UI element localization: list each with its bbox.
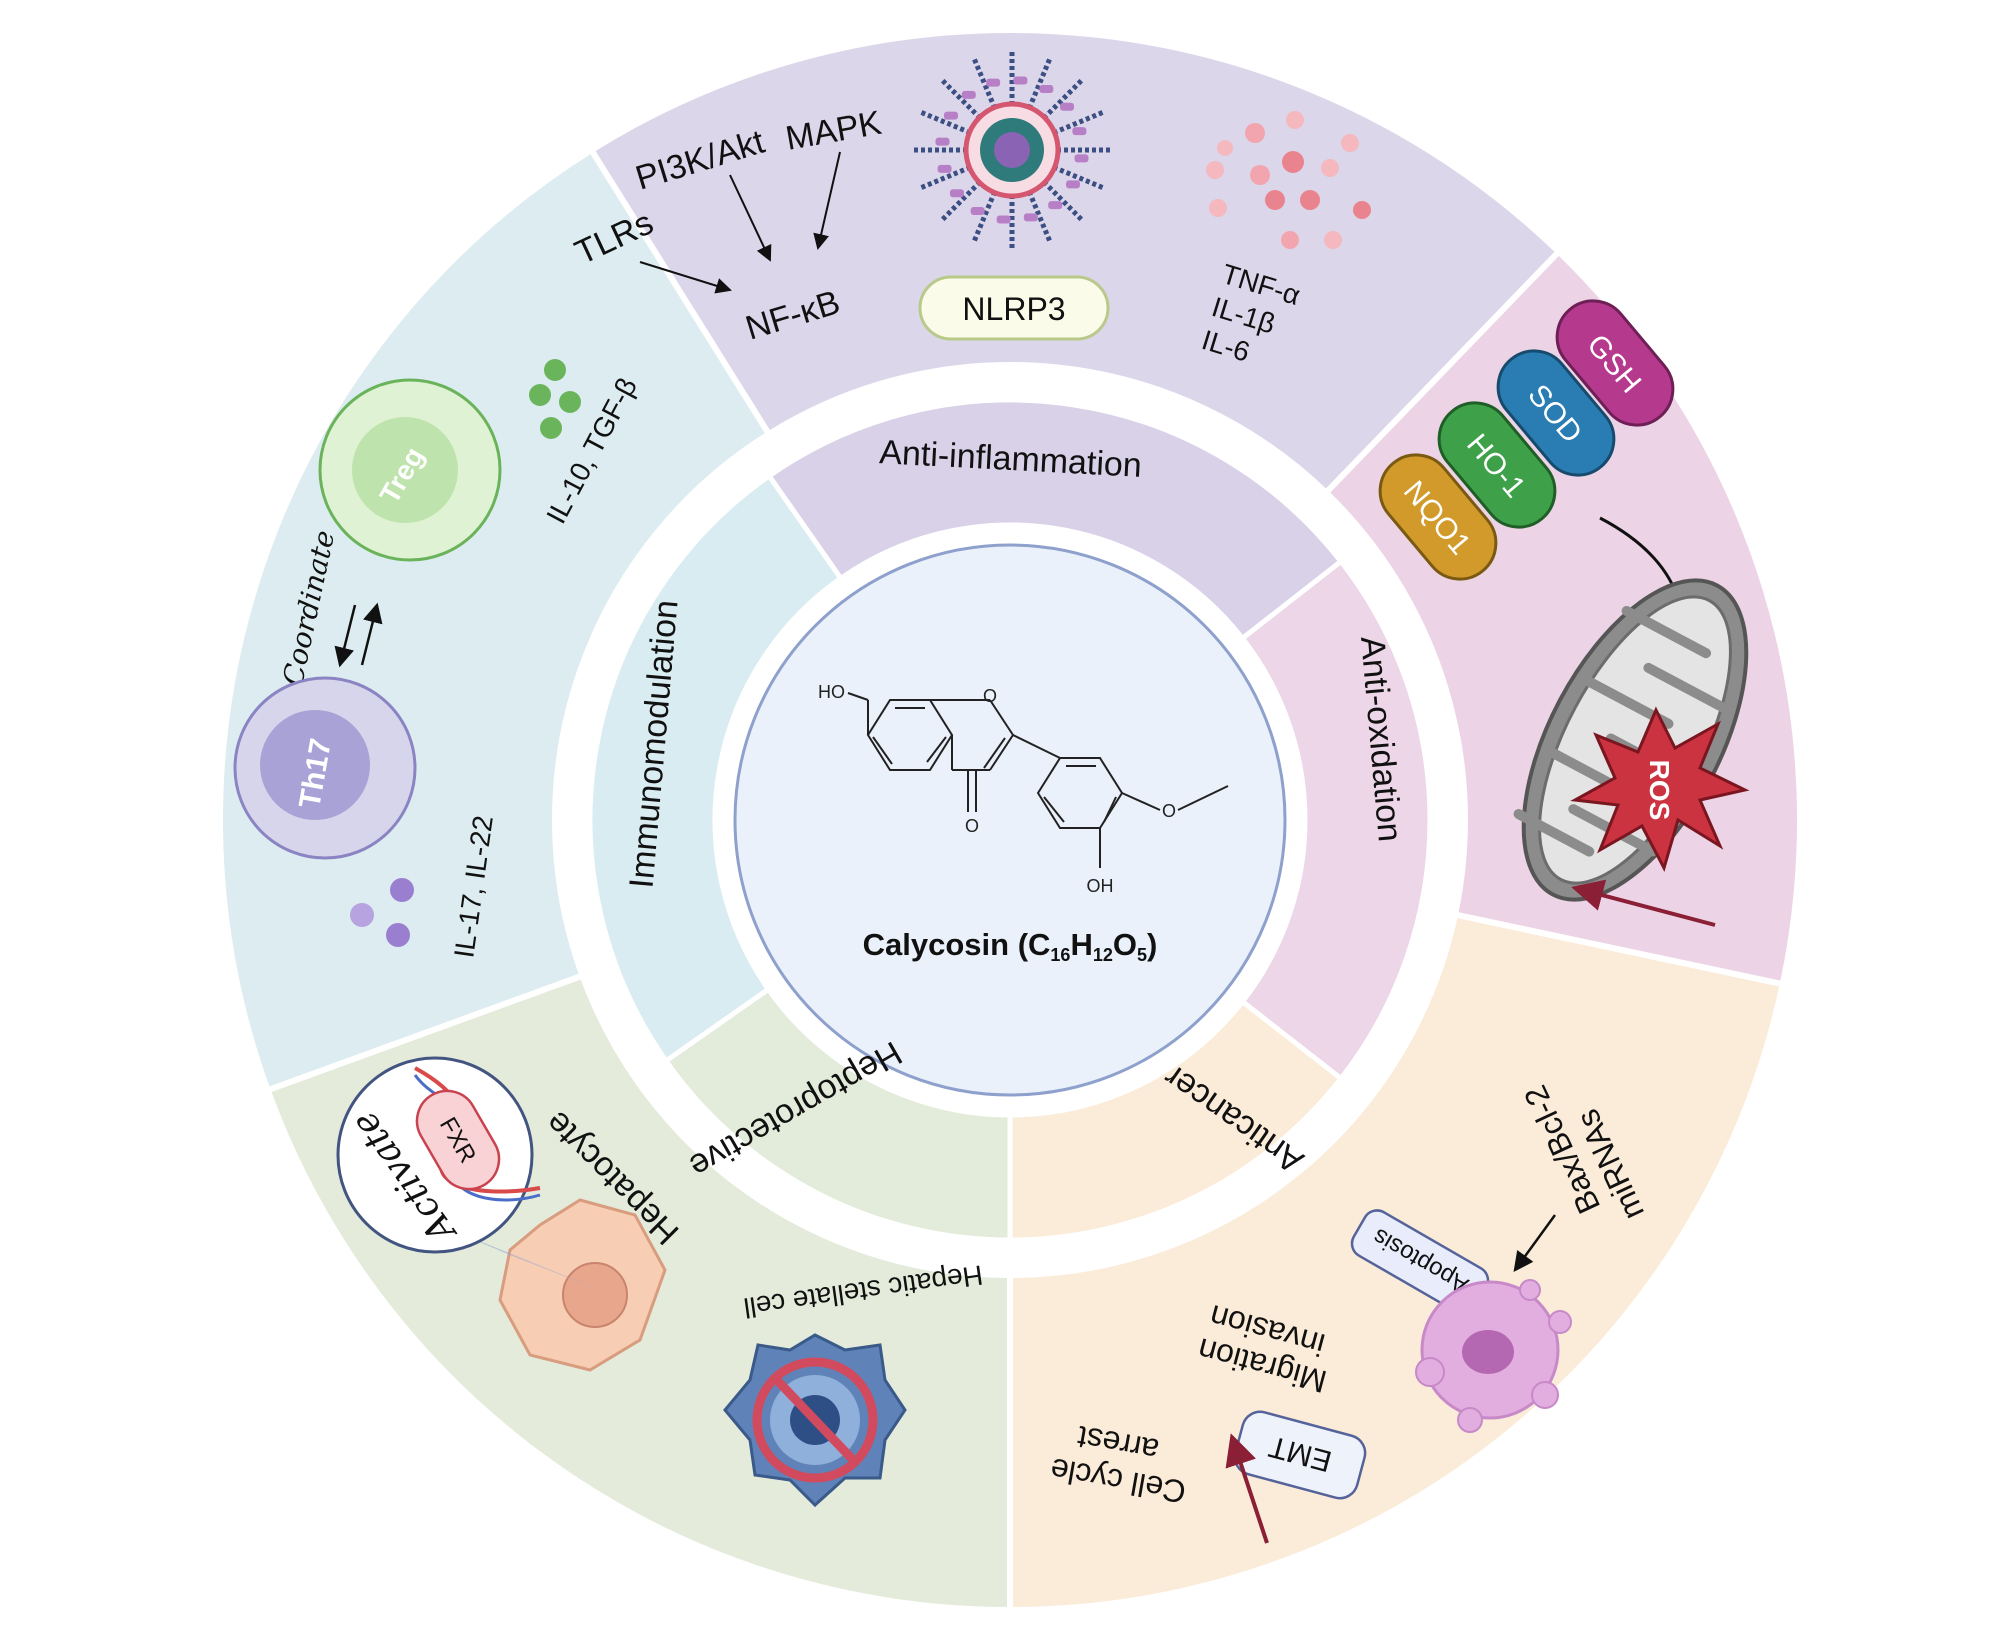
purple-cytokines-icon xyxy=(350,878,414,947)
hepatocyte-icon xyxy=(498,1198,667,1372)
label-ros: ROS xyxy=(1644,760,1675,821)
label-nlrp3: NLRP3 xyxy=(962,291,1065,327)
inflammasome-domain xyxy=(944,111,959,120)
inflammasome-spike xyxy=(918,109,972,136)
arrow-treg-to-th17 xyxy=(334,604,357,668)
arrow-to-apoptosis xyxy=(1513,1214,1557,1273)
inner-sector-immuno xyxy=(587,472,845,1065)
inflammasome-spike xyxy=(1026,190,1053,244)
emt-badge: EMT xyxy=(1233,1410,1367,1500)
inflammasome-domain xyxy=(949,189,964,198)
inflammasome-spike xyxy=(1052,164,1106,191)
fxr-pill: FXR xyxy=(415,1089,501,1191)
inflammasome-spike xyxy=(939,77,982,120)
green-cytokines-icon xyxy=(529,359,581,439)
nlrp3-pill xyxy=(918,275,1110,341)
inflammasome-spike xyxy=(971,190,998,244)
atom-o-methoxy: O xyxy=(1162,801,1176,821)
atom-o-ring: O xyxy=(983,686,997,706)
arrow-tlrs-nfkb xyxy=(639,261,732,294)
gsh-pill: GSH xyxy=(1555,299,1675,427)
nlrp3-inflammasome-icon xyxy=(912,50,1112,250)
cancer-cell-icon xyxy=(1415,1279,1572,1433)
inflammasome-domain xyxy=(1048,201,1063,210)
inflammasome-spike xyxy=(939,180,982,223)
ho1-pill: HO-1 xyxy=(1437,401,1557,529)
inner-sector-oxidation xyxy=(1238,557,1433,1083)
outer-sector-inflammation xyxy=(587,27,1564,497)
inflammasome-spike xyxy=(1042,77,1085,120)
atom-o-keto: O xyxy=(965,816,979,836)
inflammasome-domain xyxy=(1039,85,1054,94)
inner-sector-inflammation xyxy=(765,397,1345,642)
inflammasome-spike xyxy=(971,56,998,110)
inflammasome-spike xyxy=(918,164,972,191)
sod-pill: SOD xyxy=(1496,349,1616,477)
ros-star-icon xyxy=(1570,706,1750,872)
inflammasome-domain xyxy=(1065,180,1080,189)
th17-nucleus xyxy=(260,710,370,820)
outer-sector-immuno xyxy=(217,145,774,1095)
stellate-cell-icon xyxy=(723,1333,907,1508)
inflammasome-spike xyxy=(1026,56,1053,110)
arrow-pi3k-nfkb xyxy=(729,174,772,262)
inflammasome-domain xyxy=(935,137,950,146)
inflammasome-domain xyxy=(1023,213,1038,222)
nqo1-pill: NQO1 xyxy=(1378,453,1498,581)
arrow-ros-increase xyxy=(1571,879,1716,927)
inflammasome-domain xyxy=(1060,102,1075,111)
oxidation-content: GSH SOD HO-1 NQO1 ROS xyxy=(1378,299,1750,927)
inflammasome-spike xyxy=(1042,180,1085,223)
arrow-th17-to-treg xyxy=(360,602,383,666)
cytokine-particles-icon xyxy=(1206,111,1371,249)
inflammasome-domain xyxy=(1074,154,1089,163)
arrow-mapk-nfkb xyxy=(813,151,841,250)
inflammasome-domain xyxy=(996,215,1011,224)
inflammasome-spike xyxy=(1052,109,1106,136)
calycosin-structure xyxy=(847,692,1229,868)
center-circle xyxy=(733,543,1287,1097)
arrow-cell-cycle-arrest xyxy=(1225,1433,1269,1544)
compound-name: Calycosin (C16H12O5) xyxy=(863,927,1158,965)
inflammation-content: TLRs PI3K/Akt MAPK NF-κB NLRP3 TNF- xyxy=(569,50,1371,368)
inflammasome-domain xyxy=(986,78,1001,87)
inflammasome-center xyxy=(994,132,1030,168)
inflammasome-domain xyxy=(1072,127,1087,136)
inflammasome-domain xyxy=(1013,76,1028,85)
inflammasome-domain xyxy=(970,206,985,215)
treg-nucleus xyxy=(352,417,458,523)
inflammasome-domain xyxy=(937,164,952,173)
atom-ho: HO xyxy=(818,682,845,702)
inflammasome-domain xyxy=(961,90,976,99)
atom-oh: OH xyxy=(1087,876,1114,896)
inner-ring xyxy=(587,397,1433,1243)
